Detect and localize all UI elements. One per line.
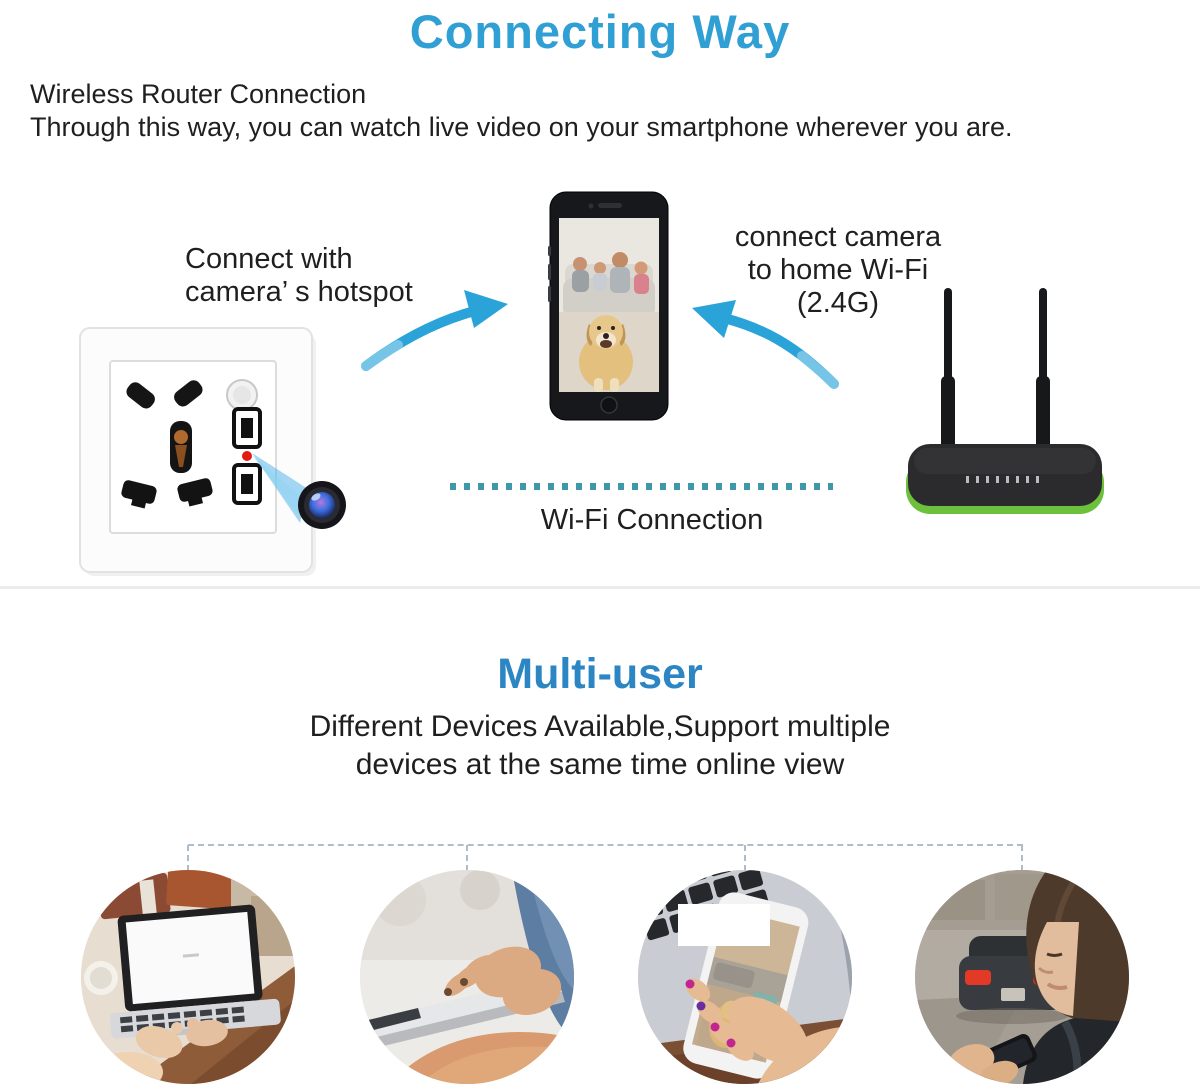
phone-home-button bbox=[600, 396, 618, 414]
hotspot-label: Connect with camera’ s hotspot bbox=[185, 243, 413, 309]
bracket-horizontal-line bbox=[188, 844, 1023, 846]
socket-center-slot bbox=[170, 421, 192, 473]
wifi-dotted-line bbox=[450, 483, 833, 490]
camera-beam bbox=[252, 453, 308, 523]
photo-tablet-user bbox=[360, 870, 574, 1084]
wifi-caption: Wi-Fi Connection bbox=[540, 504, 764, 536]
smartphone-icon bbox=[548, 191, 669, 421]
intro-line-1: Wireless Router Connection bbox=[30, 79, 367, 109]
phone-screen-live-video bbox=[559, 218, 659, 392]
usb-ports bbox=[232, 407, 262, 505]
camera-lens-icon bbox=[298, 481, 346, 529]
hotspot-label-line-2: camera’ s hotspot bbox=[185, 276, 413, 308]
multi-user-line-1: Different Devices Available,Support mult… bbox=[309, 710, 891, 743]
socket-button bbox=[226, 379, 258, 411]
bracket-drop-4 bbox=[1021, 845, 1023, 871]
router-label-line-1: connect camera bbox=[734, 221, 942, 253]
laptop-user-illustration bbox=[81, 870, 295, 1084]
bracket-drop-1 bbox=[187, 845, 189, 871]
bracket-drop-2 bbox=[466, 845, 468, 871]
wifi-router-icon bbox=[906, 288, 1104, 514]
wall-socket-camera-icon bbox=[79, 327, 346, 576]
hotspot-label-line-1: Connect with bbox=[185, 243, 353, 275]
router-antennas bbox=[941, 288, 1050, 462]
multi-user-line-2: devices at the same time online view bbox=[355, 748, 845, 781]
phone-side-buttons bbox=[548, 246, 551, 302]
socket-top-slots bbox=[126, 380, 203, 409]
phone-over-laptop-illustration bbox=[638, 870, 852, 1084]
hotspot-arrow-icon bbox=[361, 290, 508, 371]
intro-text: Wireless Router Connection Through this … bbox=[30, 78, 1013, 144]
router-label-line-2: to home Wi-Fi bbox=[747, 254, 929, 286]
photo-woman-with-phone bbox=[915, 870, 1129, 1084]
router-label: connect camera to home Wi-Fi (2.4G) bbox=[722, 221, 954, 320]
bracket-drop-3 bbox=[744, 845, 746, 871]
multi-user-title: Multi-user bbox=[497, 650, 703, 698]
router-label-line-3: (2.4G) bbox=[796, 287, 880, 319]
router-arrow-icon bbox=[692, 300, 839, 389]
photo-phone-over-laptop bbox=[638, 870, 852, 1084]
intro-line-2: Through this way, you can watch live vid… bbox=[30, 112, 1013, 142]
photo-laptop-user bbox=[81, 870, 295, 1084]
phone-front-camera bbox=[588, 203, 594, 209]
woman-with-phone-illustration bbox=[915, 870, 1129, 1084]
red-led-icon bbox=[242, 451, 252, 461]
phone-speaker bbox=[598, 203, 622, 208]
socket-bottom-slots bbox=[121, 478, 213, 509]
router-status-lights bbox=[966, 476, 1039, 483]
tablet-user-illustration bbox=[360, 870, 574, 1084]
section-divider bbox=[0, 586, 1200, 589]
page-title: Connecting Way bbox=[409, 5, 791, 58]
